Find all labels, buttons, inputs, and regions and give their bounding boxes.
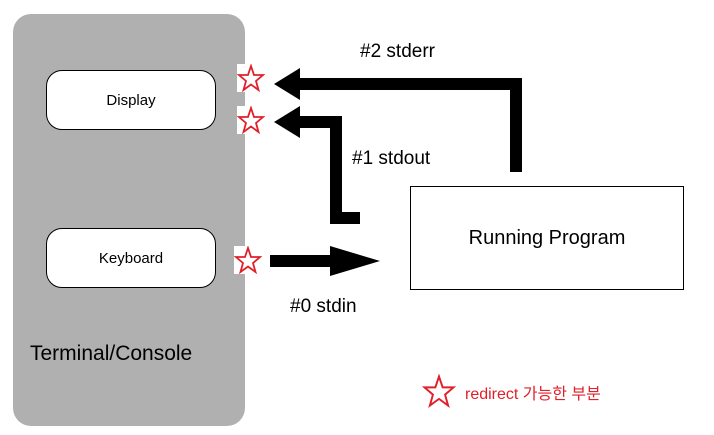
running-program-box: Running Program	[410, 186, 684, 290]
stdin-arrowhead	[330, 246, 380, 276]
keyboard-label: Keyboard	[98, 249, 164, 267]
display-box: Display	[46, 70, 216, 130]
display-label: Display	[106, 91, 156, 109]
star-icon-display-2	[236, 105, 266, 139]
star-icon-display-1	[236, 63, 266, 97]
stdin-arrow	[270, 255, 332, 267]
stderr-label: #2 stderr	[360, 41, 435, 62]
stderr-arrow	[296, 78, 522, 172]
terminal-console-label: Terminal/Console	[30, 342, 193, 365]
stdout-arrowhead	[274, 106, 300, 138]
star-outline-icon	[421, 373, 457, 413]
keyboard-box: Keyboard	[46, 228, 216, 288]
running-program-label: Running Program	[468, 226, 626, 249]
stdout-arrow	[296, 116, 360, 224]
legend-text: redirect 가능한 부분	[465, 386, 601, 403]
stdin-label: #0 stdin	[290, 296, 357, 317]
star-icon-keyboard	[233, 245, 263, 279]
stdout-label: #1 stdout	[352, 148, 431, 169]
stderr-arrowhead	[274, 68, 300, 100]
